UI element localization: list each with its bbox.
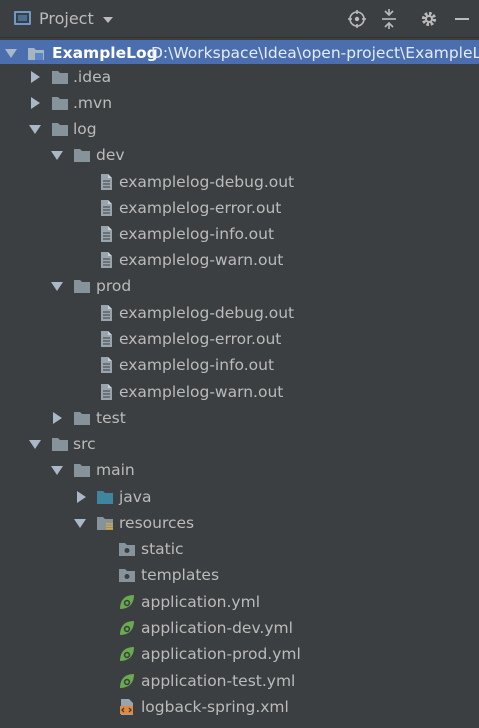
item-label: examplelog-info.out: [119, 356, 275, 374]
tree-item-file[interactable]: examplelog-debug.out: [0, 300, 479, 326]
item-label: java: [119, 488, 152, 506]
folder-icon: [74, 280, 90, 293]
locate-icon[interactable]: [347, 9, 367, 29]
collapse-arrow[interactable]: [51, 282, 63, 291]
collapse-arrow[interactable]: [29, 125, 41, 134]
collapse-arrow[interactable]: [29, 440, 41, 449]
folder-icon: [74, 464, 90, 477]
folder-icon: [74, 149, 90, 162]
expand-arrow[interactable]: [77, 491, 86, 503]
item-label: examplelog-warn.out: [119, 251, 284, 269]
item-label: examplelog-debug.out: [119, 173, 295, 191]
expand-arrow[interactable]: [31, 71, 40, 83]
item-label: test: [96, 409, 126, 427]
tree-item-resources[interactable]: resources: [0, 510, 479, 536]
spring-config-icon: [120, 595, 134, 609]
item-label: prod: [96, 277, 132, 295]
item-label: application-dev.yml: [141, 619, 293, 637]
tree-item-yml[interactable]: application.yml: [0, 589, 479, 615]
item-label: static: [141, 540, 184, 558]
resources-folder-icon: [97, 517, 113, 530]
item-label: application-test.yml: [141, 672, 296, 690]
xml-file-icon: [120, 699, 133, 715]
tree-item-mvn[interactable]: .mvn: [0, 90, 479, 116]
collapse-arrow[interactable]: [74, 519, 86, 528]
gear-icon[interactable]: [419, 9, 439, 29]
folder-icon: [74, 412, 90, 425]
text-file-icon: [101, 331, 112, 347]
panel-title[interactable]: Project: [39, 9, 94, 28]
folder-icon: [119, 543, 135, 556]
spring-config-icon: [120, 674, 134, 688]
project-view-icon[interactable]: [14, 11, 31, 25]
chevron-down-icon[interactable]: [103, 17, 113, 23]
tree-item-file[interactable]: examplelog-error.out: [0, 326, 479, 352]
item-label: .idea: [73, 68, 112, 86]
item-label: resources: [119, 514, 195, 532]
text-file-icon: [101, 305, 112, 321]
collapse-all-icon[interactable]: [379, 9, 399, 29]
item-label: examplelog-error.out: [119, 330, 282, 348]
collapse-arrow[interactable]: [51, 466, 63, 475]
item-label: logback-spring.xml: [141, 698, 289, 716]
collapse-arrow[interactable]: [51, 151, 63, 160]
folder-icon: [52, 438, 68, 451]
tree-item-test[interactable]: test: [0, 405, 479, 431]
tree-item-file[interactable]: examplelog-info.out: [0, 221, 479, 247]
text-file-icon: [101, 174, 112, 190]
item-label: templates: [141, 566, 220, 584]
tree-item-log[interactable]: log: [0, 116, 479, 142]
expand-arrow[interactable]: [31, 97, 40, 109]
tree-item-java[interactable]: java: [0, 484, 479, 510]
tree-item-templates[interactable]: templates: [0, 562, 479, 588]
folder-icon: [119, 569, 135, 582]
tree-item-file[interactable]: examplelog-debug.out: [0, 169, 479, 195]
item-label: application.yml: [141, 593, 261, 611]
root-path: D:\Workspace\Idea\open-project\ExampleLo: [151, 44, 479, 62]
item-label: log: [73, 120, 97, 138]
tree-item-idea[interactable]: .idea: [0, 64, 479, 90]
hide-icon[interactable]: [452, 9, 472, 29]
text-file-icon: [101, 226, 112, 242]
tree-item-src[interactable]: src: [0, 431, 479, 457]
item-label: examplelog-warn.out: [119, 383, 284, 401]
item-label: examplelog-info.out: [119, 225, 275, 243]
tree-item-xml[interactable]: logback-spring.xml: [0, 694, 479, 720]
text-file-icon: [101, 200, 112, 216]
item-label: .mvn: [73, 94, 113, 112]
text-file-icon: [101, 357, 112, 373]
tree-item-file[interactable]: examplelog-warn.out: [0, 379, 479, 405]
tree-item-file[interactable]: examplelog-error.out: [0, 195, 479, 221]
spring-config-icon: [120, 621, 134, 635]
item-label: examplelog-debug.out: [119, 304, 295, 322]
project-toolbar: Project: [0, 0, 479, 38]
tree-item-yml[interactable]: application-prod.yml: [0, 641, 479, 667]
tree-item-dev[interactable]: dev: [0, 142, 479, 168]
text-file-icon: [101, 384, 112, 400]
root-label: ExampleLog: [52, 44, 158, 62]
tree-item-main[interactable]: main: [0, 457, 479, 483]
tree-item-yml[interactable]: application-dev.yml: [0, 615, 479, 641]
expand-arrow[interactable]: [5, 49, 17, 58]
item-label: dev: [96, 146, 125, 164]
item-label: application-prod.yml: [141, 645, 301, 663]
expand-arrow[interactable]: [53, 412, 62, 424]
tree-item-prod[interactable]: prod: [0, 273, 479, 299]
tree-item-file[interactable]: examplelog-warn.out: [0, 247, 479, 273]
folder-icon: [52, 97, 68, 110]
source-folder-icon: [97, 491, 113, 504]
folder-icon: [52, 123, 68, 136]
text-file-icon: [101, 252, 112, 268]
spring-config-icon: [120, 647, 134, 661]
tree-root-examplelog[interactable]: ExampleLog D:\Workspace\Idea\open-projec…: [0, 40, 479, 64]
tree-item-file[interactable]: examplelog-info.out: [0, 352, 479, 378]
item-label: main: [96, 461, 135, 479]
tree-item-yml[interactable]: application-test.yml: [0, 668, 479, 694]
tree-item-static[interactable]: static: [0, 536, 479, 562]
folder-icon: [52, 71, 68, 84]
module-folder-icon: [28, 48, 44, 60]
item-label: examplelog-error.out: [119, 199, 282, 217]
item-label: src: [73, 435, 96, 453]
